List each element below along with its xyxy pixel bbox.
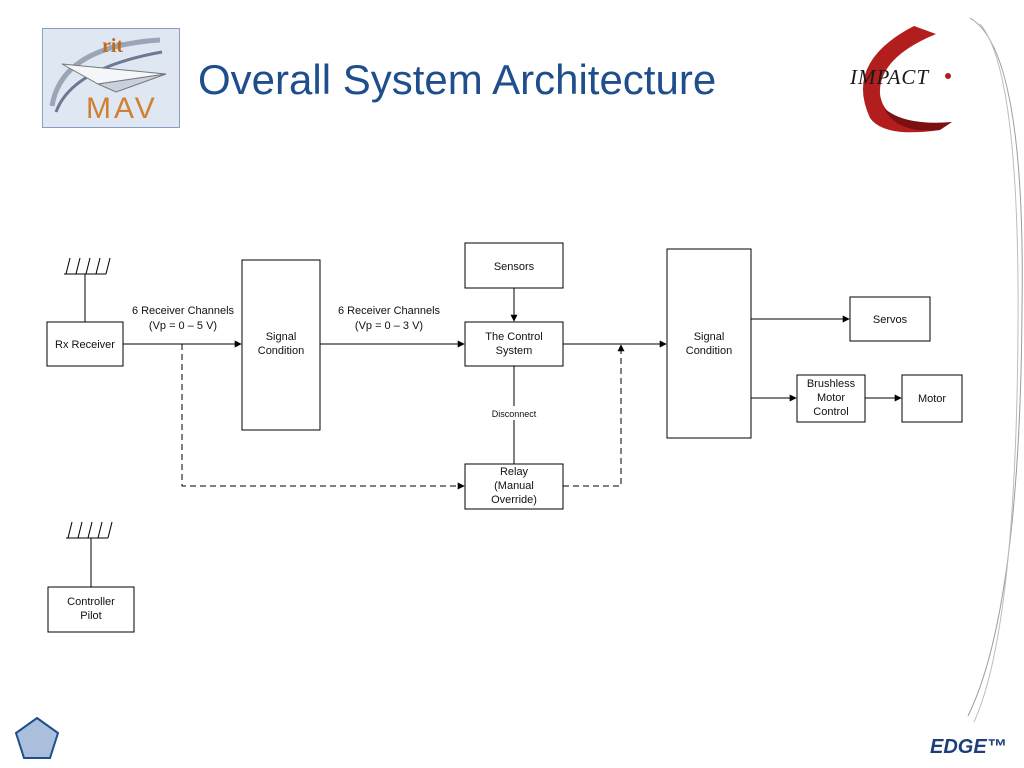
signal-condition-2-line2: Condition [686, 345, 732, 357]
control-system-line2: System [496, 345, 533, 357]
relay-box [464, 463, 564, 510]
motor-label: Motor [918, 393, 946, 405]
signal-condition-2-line1: Signal [694, 331, 725, 343]
impact-text: IMPACT [849, 65, 929, 89]
controller-pilot-line2: Pilot [80, 610, 101, 622]
controller-pilot-box [47, 586, 135, 633]
motor-box [901, 374, 963, 423]
slide-title: Overall System Architecture [198, 56, 717, 103]
channels-1-line1: 6 Receiver Channels [132, 305, 235, 317]
pentagon-nav-icon[interactable] [14, 716, 60, 760]
edge-dashed-relay-to-output [563, 344, 625, 487]
servos-label: Servos [873, 314, 908, 326]
decorative-curves [967, 17, 1023, 723]
sensors-box [464, 242, 564, 289]
brushless-line3: Control [813, 406, 848, 418]
logo-rit-text: rit [102, 35, 123, 57]
channels-1-line2: (Vp = 0 – 5 V) [149, 320, 217, 332]
antenna-icon-receiver [64, 257, 111, 322]
signal-condition-box-2 [666, 248, 752, 439]
impact-swoosh [862, 26, 940, 133]
disconnect-label: Disconnect [492, 409, 537, 419]
antenna-icon-pilot [66, 521, 113, 587]
controller-pilot-line1: Controller [67, 596, 115, 608]
channels-2-line2: (Vp = 0 – 3 V) [355, 320, 423, 332]
servos-box [849, 296, 931, 342]
control-system-box [464, 321, 564, 367]
edge-dashed-rx-to-relay [181, 344, 465, 490]
rx-receiver-label: Rx Receiver [55, 339, 115, 351]
signal-condition-1-line2: Condition [258, 345, 304, 357]
relay-line3: Override) [491, 494, 537, 506]
rit-mav-logo: rit MAV [42, 28, 180, 128]
relay-line2: (Manual [494, 480, 534, 492]
signal-condition-1-line1: Signal [266, 331, 297, 343]
sensors-label: Sensors [494, 261, 535, 273]
brushless-line2: Motor [817, 392, 845, 404]
channels-2-line1: 6 Receiver Channels [338, 305, 441, 317]
logo-mav-text: MAV [86, 92, 158, 125]
relay-line1: Relay [500, 466, 529, 478]
control-system-line1: The Control [485, 331, 542, 343]
rx-receiver-box [46, 321, 124, 367]
impact-logo: IMPACT [849, 26, 952, 133]
logo-swoosh [49, 37, 161, 107]
brushless-line1: Brushless [807, 378, 856, 390]
signal-condition-box-1 [241, 259, 321, 431]
edge-trademark: EDGE™ [930, 736, 1007, 758]
